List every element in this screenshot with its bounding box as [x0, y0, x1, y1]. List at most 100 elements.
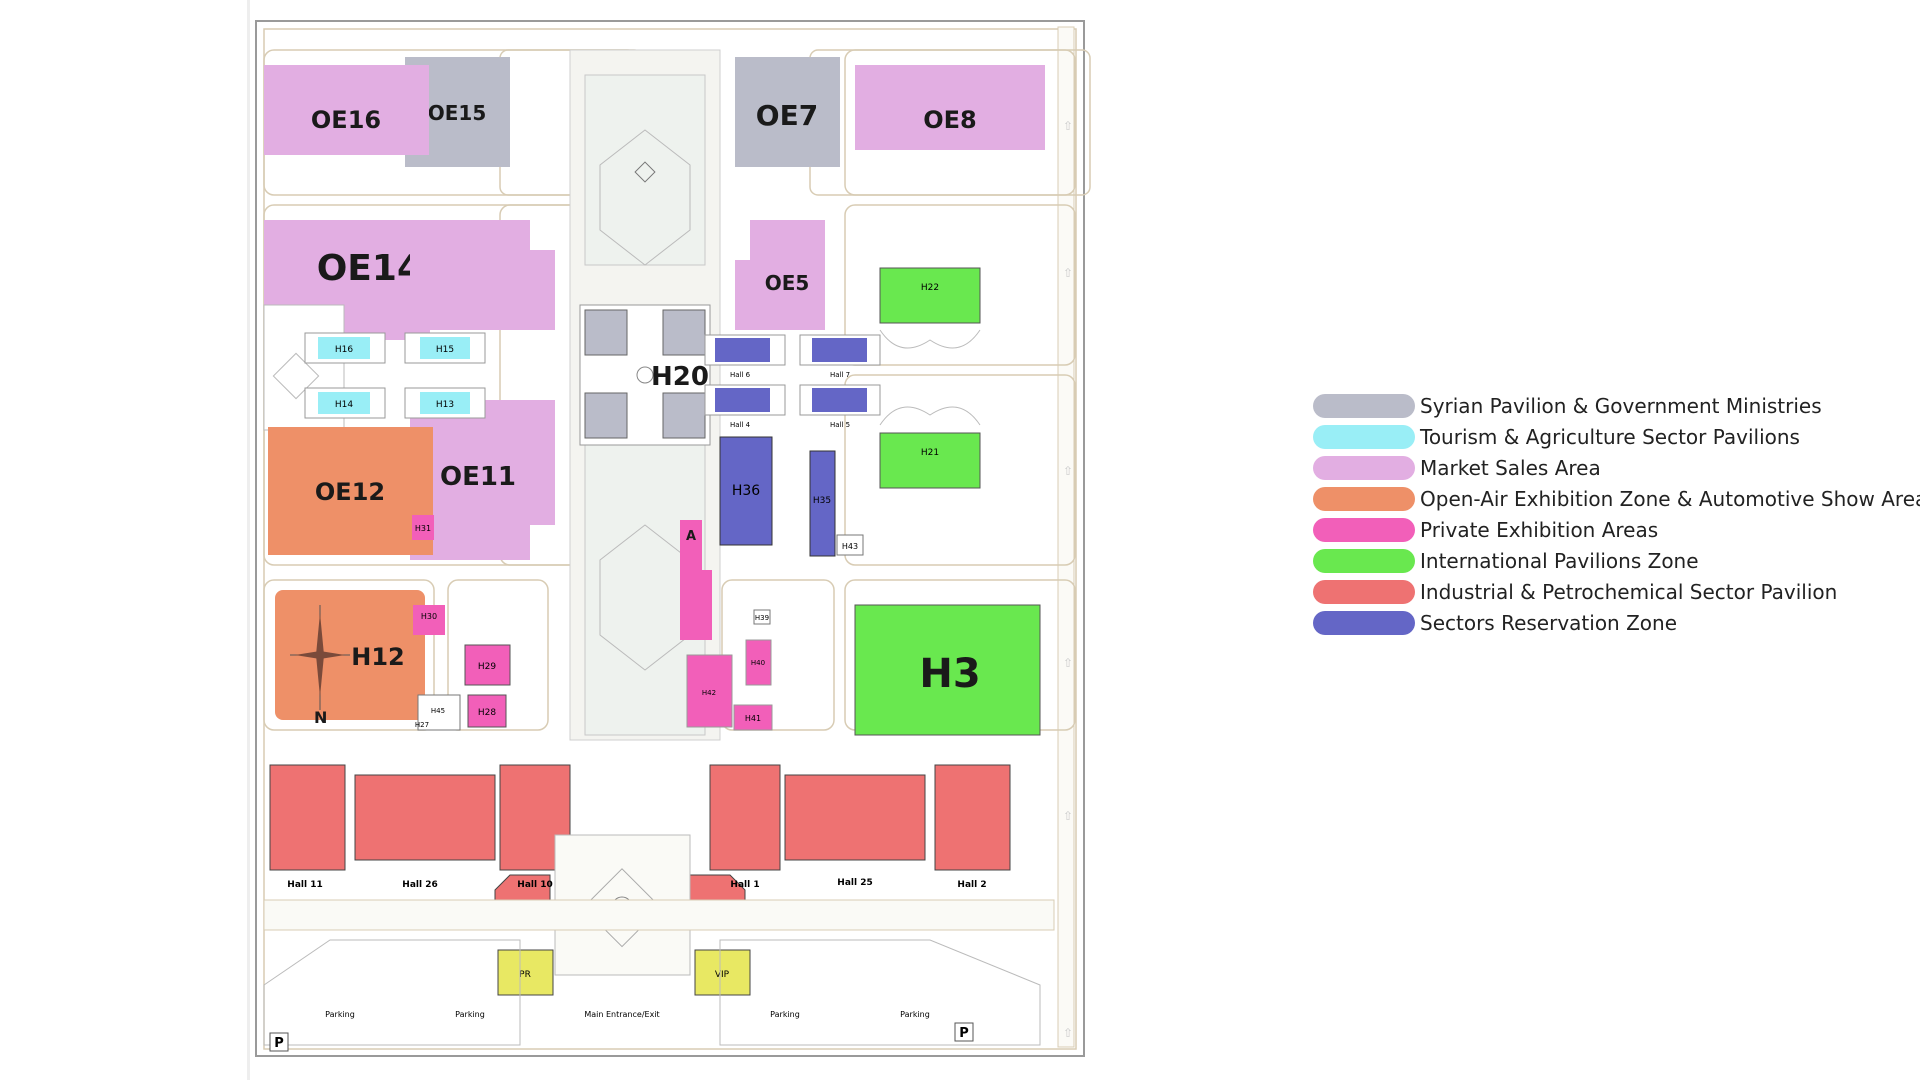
- zone-oe11-label: OE11: [440, 462, 516, 492]
- industrial-west-wing[interactable]: [269, 764, 571, 996]
- zone-h20[interactable]: [579, 304, 711, 446]
- zone-hall5-label: Hall 5: [830, 421, 850, 429]
- hall10-label: Hall 10: [517, 880, 552, 890]
- zone-h13-label: H13: [436, 400, 454, 410]
- legend-item: Tourism & Agriculture Sector Pavilions: [1313, 421, 1873, 452]
- legend-item: Private Exhibition Areas: [1313, 514, 1873, 545]
- zone-hall7-label: Hall 7: [830, 371, 850, 379]
- zone-h28[interactable]: [467, 694, 507, 728]
- zone-h45[interactable]: [417, 694, 461, 731]
- zone-h31[interactable]: [412, 515, 434, 540]
- zone-hall4-label: Hall 4: [730, 421, 751, 429]
- legend-item: Market Sales Area: [1313, 452, 1873, 483]
- zone-h15[interactable]: [404, 332, 486, 364]
- legend-swatch: [1313, 393, 1415, 418]
- svg-text:⇧: ⇧: [1063, 809, 1073, 823]
- legend-item: International Pavilions Zone: [1313, 545, 1873, 576]
- zone-oe14-label: OE14: [317, 248, 422, 289]
- zone-a[interactable]: [680, 520, 712, 640]
- zone-h3[interactable]: [854, 604, 1041, 736]
- legend-label: International Pavilions Zone: [1420, 548, 1699, 573]
- legend-item: Open-Air Exhibition Zone & Automotive Sh…: [1313, 483, 1920, 514]
- legend-swatch: [1313, 517, 1415, 542]
- left-margin-panel: [0, 0, 250, 1080]
- zone-h16[interactable]: [304, 332, 386, 364]
- zone-hall4[interactable]: [704, 384, 786, 416]
- hall1-label: Hall 1: [730, 880, 759, 890]
- zone-a-label: A: [686, 529, 696, 544]
- zone-h35-label: H35: [813, 496, 831, 506]
- main-entrance-label: Main Entrance/Exit: [584, 1010, 659, 1019]
- svg-text:⇧: ⇧: [1063, 119, 1073, 133]
- zone-hall6-label: Hall 6: [730, 371, 751, 379]
- zone-hall7[interactable]: [799, 334, 881, 366]
- zone-oe16-label: OE16: [311, 106, 381, 134]
- zone-oe7-label: OE7: [756, 99, 818, 132]
- zone-oe5-label: OE5: [765, 271, 810, 295]
- zone-h39[interactable]: [753, 609, 771, 625]
- zone-h15-label: H15: [436, 345, 454, 355]
- zone-h41[interactable]: [733, 704, 773, 731]
- zone-h42[interactable]: [686, 654, 733, 728]
- zone-oe11-upper[interactable]: [410, 220, 555, 330]
- legend-label: Industrial & Petrochemical Sector Pavili…: [1420, 579, 1838, 604]
- zone-h41-label: H41: [745, 714, 761, 723]
- zone-h29-label: H29: [478, 662, 496, 672]
- hall11-label: Hall 11: [287, 880, 322, 890]
- zone-h29[interactable]: [464, 644, 511, 686]
- legend-swatch: [1313, 424, 1415, 449]
- legend-label: Market Sales Area: [1420, 455, 1601, 480]
- zone-oe12-label: OE12: [315, 478, 385, 506]
- zone-h40-label: H40: [751, 659, 765, 667]
- hall26-label: Hall 26: [402, 880, 437, 890]
- legend-item: Sectors Reservation Zone: [1313, 607, 1873, 638]
- zone-h28-label: H28: [478, 708, 496, 718]
- industrial-east-wing[interactable]: [689, 764, 1011, 996]
- legend-swatch: [1313, 548, 1415, 573]
- zone-h27-label: H27: [415, 721, 429, 729]
- zone-h21[interactable]: [879, 432, 981, 489]
- zone-h36[interactable]: [719, 436, 773, 546]
- svg-text:⇧: ⇧: [1063, 464, 1073, 478]
- zone-oe12[interactable]: [268, 427, 433, 555]
- zone-hall5[interactable]: [799, 384, 881, 416]
- zone-h30[interactable]: [413, 605, 445, 635]
- compass-rose-icon: [290, 605, 350, 710]
- zone-h22[interactable]: [879, 267, 981, 324]
- zone-h45-label: H45: [431, 707, 445, 715]
- zone-oe16[interactable]: [264, 65, 429, 155]
- zone-h3-label: H3: [919, 651, 980, 697]
- vip-label: VIP: [715, 970, 730, 980]
- zone-h43[interactable]: [836, 534, 864, 556]
- zone-h30-label: H30: [421, 612, 437, 621]
- zone-h12-label: H12: [351, 643, 404, 671]
- parking-label-3: Parking: [770, 1010, 800, 1019]
- north-marker: N: [314, 708, 327, 727]
- parking-p-icon-east: P: [954, 1022, 974, 1042]
- parking-p-icon-west: P: [269, 1032, 289, 1052]
- zone-h35[interactable]: [809, 450, 836, 557]
- legend-label: Private Exhibition Areas: [1420, 517, 1659, 542]
- zone-h43-label: H43: [842, 542, 858, 551]
- zone-h36-label: H36: [732, 483, 760, 499]
- svg-text:⇧: ⇧: [1063, 656, 1073, 670]
- hall2-label: Hall 2: [957, 880, 986, 890]
- zone-h39-label: H39: [755, 614, 769, 622]
- zone-hall6[interactable]: [704, 334, 786, 366]
- zone-oe8-label: OE8: [923, 106, 977, 134]
- legend-swatch: [1313, 579, 1415, 604]
- zone-oe5[interactable]: [735, 220, 825, 330]
- zone-h20-label: H20: [651, 362, 709, 392]
- svg-text:⇧: ⇧: [1063, 266, 1073, 280]
- zone-h14-label: H14: [335, 400, 353, 410]
- zone-h31-label: H31: [415, 524, 431, 533]
- fairground-map: ⇧ ⇧ ⇧ ⇧ ⇧ ⇧ OE15 OE7 H20: [255, 20, 1091, 1057]
- zone-oe8[interactable]: [855, 65, 1045, 150]
- pr-label: PR: [519, 970, 531, 980]
- zone-h40[interactable]: [745, 639, 772, 686]
- parking-label-2: Parking: [455, 1010, 485, 1019]
- zone-h14[interactable]: [304, 387, 386, 419]
- zone-h13[interactable]: [404, 387, 486, 419]
- zone-oe7[interactable]: [735, 57, 840, 167]
- zone-oe11[interactable]: [410, 400, 555, 560]
